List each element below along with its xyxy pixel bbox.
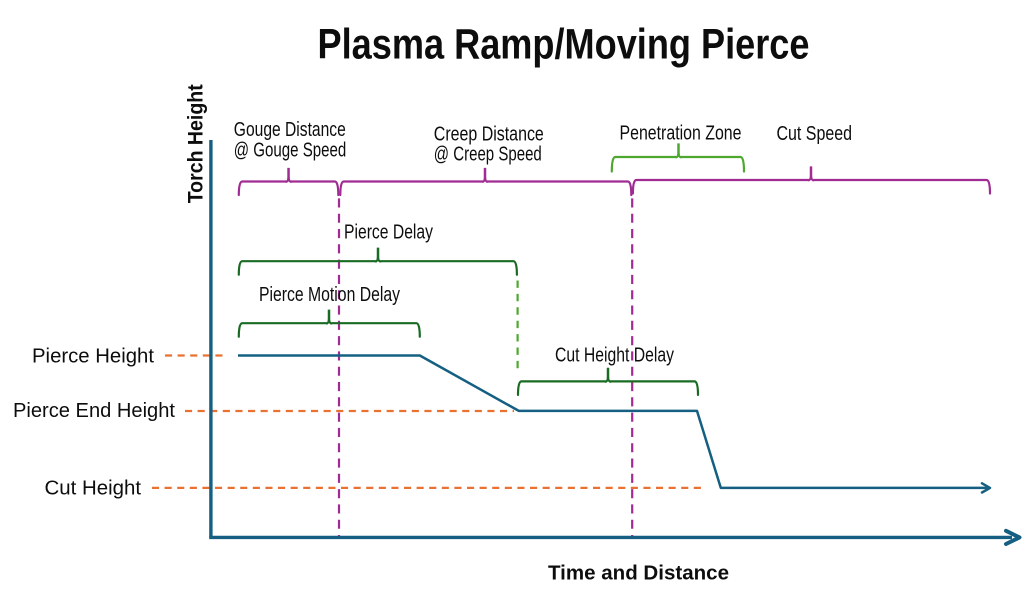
svg-text:Pierce Motion Delay: Pierce Motion Delay: [259, 284, 400, 306]
svg-text:Plasma Ramp/Moving Pierce: Plasma Ramp/Moving Pierce: [318, 21, 810, 69]
svg-text:Gouge Distance: Gouge Distance: [234, 119, 346, 141]
svg-text:@ Creep Speed: @ Creep Speed: [434, 144, 542, 166]
svg-text:Torch Height: Torch Height: [183, 84, 207, 203]
svg-text:Pierce End Height: Pierce End Height: [13, 400, 175, 422]
svg-text:Pierce Delay: Pierce Delay: [344, 222, 433, 244]
svg-text:Pierce Height: Pierce Height: [32, 345, 154, 367]
svg-text:Penetration Zone: Penetration Zone: [620, 123, 742, 145]
svg-text:Cut Height: Cut Height: [45, 477, 142, 499]
svg-text:Cut Height Delay: Cut Height Delay: [555, 345, 674, 367]
svg-text:Cut Speed: Cut Speed: [777, 123, 853, 145]
svg-text:Creep Distance: Creep Distance: [434, 123, 544, 145]
svg-text:Time and Distance: Time and Distance: [548, 563, 729, 585]
svg-text:@ Gouge Speed: @ Gouge Speed: [234, 139, 346, 161]
